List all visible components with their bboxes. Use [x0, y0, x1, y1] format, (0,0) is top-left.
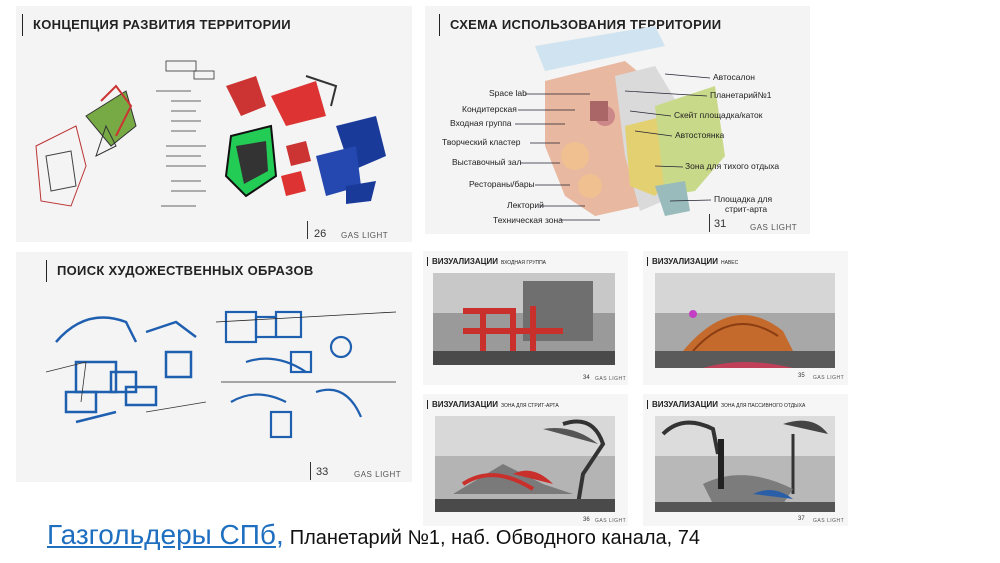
scheme-label-planetarium: Планетарий№1: [710, 90, 772, 100]
slide-concept: КОНЦЕПЦИЯ РАЗВИТИЯ ТЕРРИТОРИИ: [16, 6, 412, 242]
page-number: 37: [798, 516, 805, 522]
scheme-label-confectionery: Кондитерская: [462, 104, 517, 114]
scheme-label-quiet-zone: Зона для тихого отдыха: [685, 161, 780, 171]
viz-entrance-render: [433, 273, 615, 365]
scheme-label-parking: Автостоянка: [675, 130, 725, 140]
caption-address: Планетарий №1, наб. Обводного канала, 74: [289, 527, 701, 549]
page-number: 31: [714, 218, 727, 230]
scheme-label-space-lab: Space lab: [489, 88, 527, 98]
slide-search: ПОИСК ХУДОЖЕСТВЕННЫХ ОБРАЗОВ: [16, 252, 412, 482]
brand-label: GAS LIGHT: [813, 518, 845, 524]
brand-label: GAS LIGHT: [341, 231, 389, 240]
scheme-label-lecture: Лекторий: [507, 200, 544, 210]
page-number: 34: [583, 375, 590, 381]
viz-passive-rest-render: [655, 416, 835, 512]
scheme-label-entrance: Входная группа: [450, 118, 512, 128]
footer-divider: [310, 462, 311, 480]
scheme-label-car-showroom: Автосалон: [713, 72, 755, 82]
slide-scheme: СХЕМА ИСПОЛЬЗОВАНИЯ ТЕРРИТОРИИ Space lab…: [425, 6, 810, 234]
brand-label: GAS LIGHT: [595, 518, 627, 524]
scheme-label-exhibition: Выставочный зал: [452, 157, 522, 167]
page-number: 33: [316, 466, 329, 478]
footer-divider: [709, 214, 710, 232]
scheme-label-restaurants: Рестораны/бары: [469, 179, 535, 189]
scheme-label-skate: Скейт площадка/каток: [674, 110, 763, 120]
page-number: 36: [583, 517, 590, 523]
bottom-caption: Газгольдеры СПб,Планетарий №1, наб. Обво…: [47, 519, 700, 551]
slide-title: КОНЦЕПЦИЯ РАЗВИТИЯ ТЕРРИТОРИИ: [22, 14, 291, 36]
scheme-label-street-art-1: Площадка для: [714, 194, 773, 204]
artistic-sketches: [45, 310, 397, 439]
brand-label: GAS LIGHT: [750, 223, 798, 232]
concept-sketches: [35, 60, 386, 207]
scheme-label-street-art-2: стрит-арта: [725, 204, 768, 214]
page-number: 26: [314, 228, 327, 240]
gasholders-spb-link[interactable]: Газгольдеры СПб: [47, 519, 276, 550]
brand-label: GAS LIGHT: [354, 470, 402, 479]
brand-label: GAS LIGHT: [813, 375, 845, 381]
scheme-label-creative-cluster: Творческий кластер: [442, 137, 521, 147]
brand-label: GAS LIGHT: [595, 376, 627, 382]
footer-divider: [307, 221, 308, 239]
slide-title: ПОИСК ХУДОЖЕСТВЕННЫХ ОБРАЗОВ: [46, 260, 314, 282]
scheme-label-tech-zone: Техническая зона: [493, 215, 563, 225]
scheme-map: [535, 26, 725, 216]
viz-street-art-render: [435, 416, 615, 512]
page-number: 35: [798, 373, 805, 379]
viz-canopy-render: [655, 273, 835, 368]
scheme-leader-lines: [515, 73, 712, 221]
caption-comma: ,: [275, 519, 284, 550]
